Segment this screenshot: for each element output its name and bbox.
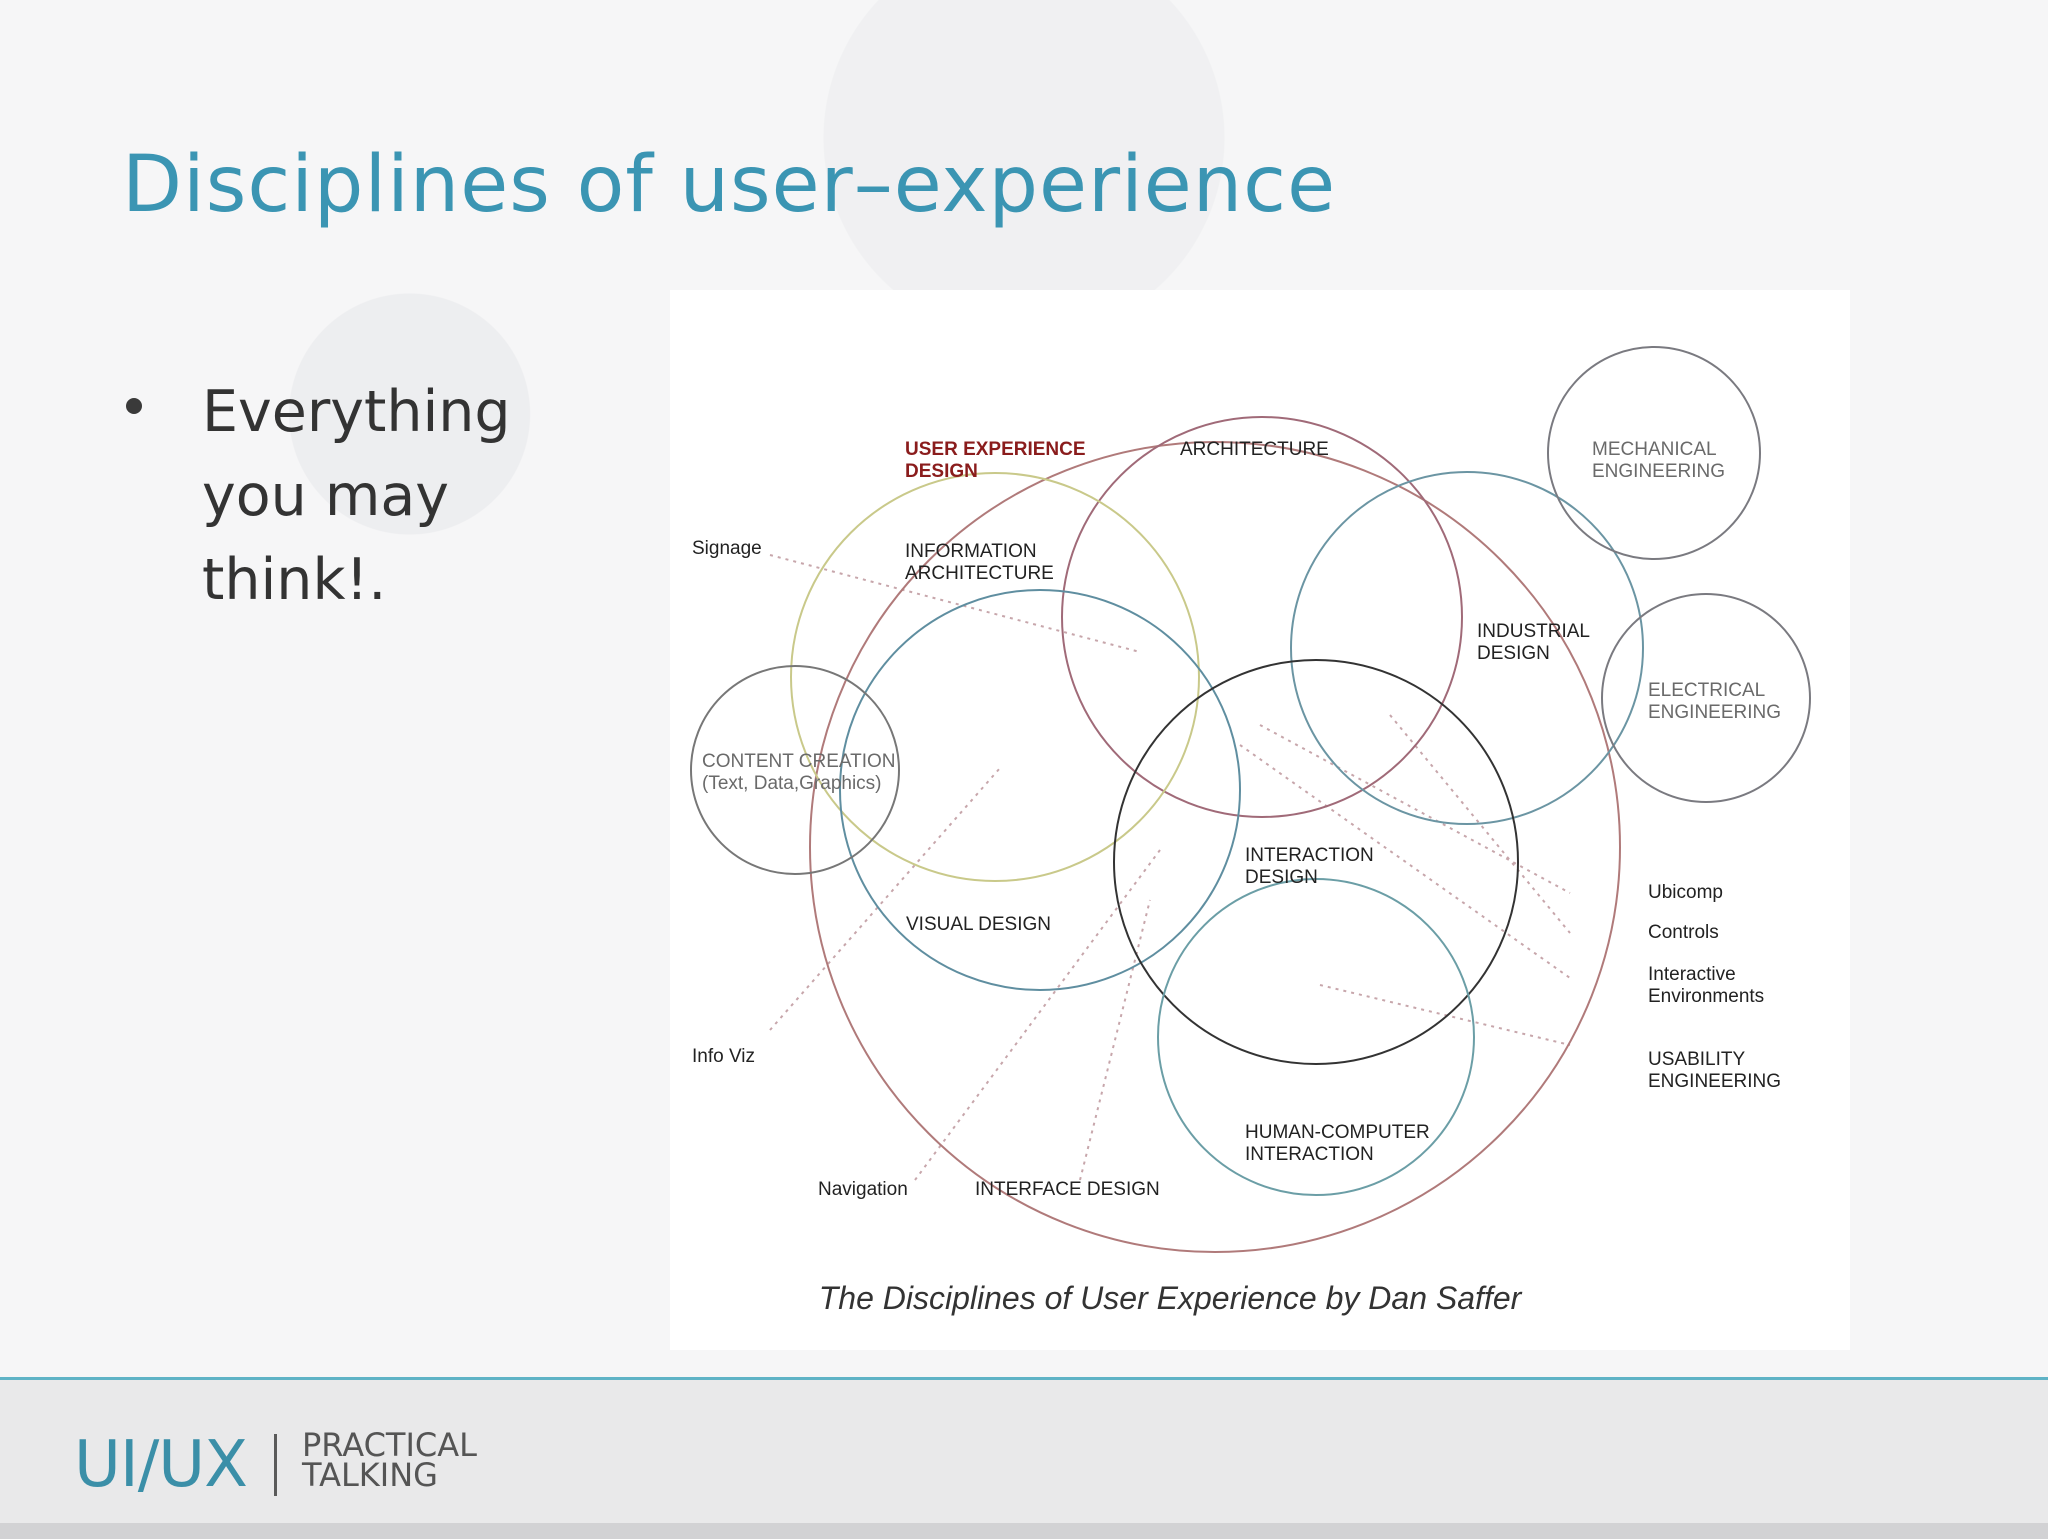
logo-tagline-line1: PRACTICAL [302,1426,477,1464]
leader-interface [1079,899,1151,1181]
diagram-svg: USER EXPERIENCE DESIGN ARCHITECTURE MECH… [690,346,1811,1253]
label-visual-design: VISUAL DESIGN [906,914,1051,935]
leader-navigation [914,849,1161,1181]
logo-uiux: UI/UX [74,1428,248,1502]
visual-design-circle [839,589,1241,991]
label-navigation: Navigation [818,1179,908,1200]
architecture-circle [1061,416,1463,818]
label-signage: Signage [692,538,762,559]
figure-caption: The Disciplines of User Experience by Da… [818,1280,1522,1316]
label-interaction: INTERACTION DESIGN [1245,845,1379,888]
leader-ubicomp [1259,724,1571,894]
footer-bar: UI/UX PRACTICAL TALKING [0,1377,2048,1539]
label-info-viz: Info Viz [692,1046,755,1067]
interaction-circle [1113,659,1519,1065]
bullet-icon [126,398,142,414]
slide-title: Disciplines of user–experience [122,140,1337,230]
leader-usability [1319,984,1571,1046]
label-architecture: ARCHITECTURE [1180,439,1329,460]
hci-circle [1157,878,1475,1196]
footer-bottom-strip [0,1523,2048,1539]
label-info-arch: INFORMATION ARCHITECTURE [905,541,1054,584]
mechanical-circle [1547,346,1761,560]
content-creation-circle [690,665,900,875]
label-usability: USABILITY ENGINEERING [1648,1049,1781,1092]
bullet-text: Everything you may think!. [202,379,511,613]
leader-lines [769,554,1571,1181]
label-ux-design: USER EXPERIENCE DESIGN [905,439,1091,482]
leader-info-viz [769,767,1001,1031]
ux-disciplines-diagram: USER EXPERIENCE DESIGN ARCHITECTURE MECH… [670,290,1850,1350]
label-industrial: INDUSTRIAL DESIGN [1477,621,1595,664]
logo-tagline-line2: TALKING [302,1456,438,1494]
ux-design-circle [809,441,1621,1253]
logo-tagline: PRACTICAL TALKING [302,1426,502,1494]
label-ubicomp: Ubicomp [1648,882,1723,903]
label-electrical: ELECTRICAL ENGINEERING [1648,680,1781,723]
electrical-circle [1601,593,1811,803]
industrial-circle [1290,471,1644,825]
logo-divider [274,1434,277,1496]
label-controls: Controls [1648,922,1719,943]
label-content-creation: CONTENT CREATION (Text, Data,Graphics) [702,751,901,794]
label-interface-design: INTERFACE DESIGN [975,1179,1160,1200]
label-hci: HUMAN-COMPUTER INTERACTION [1245,1122,1435,1165]
leader-interactive [1239,744,1571,979]
label-mechanical: MECHANICAL ENGINEERING [1592,439,1725,482]
label-interactive-env: Interactive Environments [1648,964,1764,1007]
info-arch-circle [790,472,1200,882]
